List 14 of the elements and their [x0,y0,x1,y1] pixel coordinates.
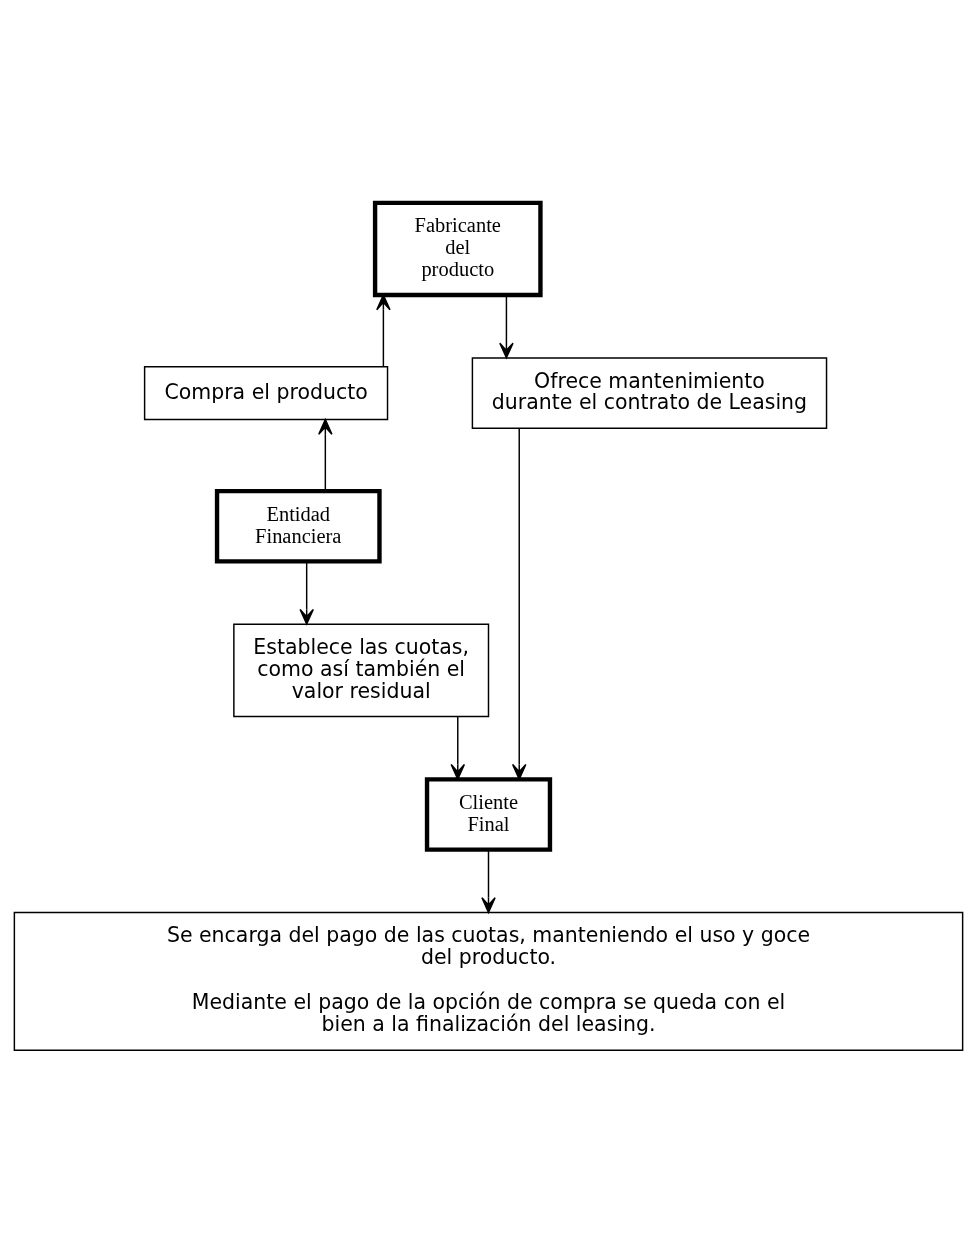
arrow [499,294,514,359]
arrow [481,849,496,914]
arrow [299,560,314,625]
node-box: Establece las cuotas, como así también el valor residual [233,623,490,718]
node-box: Entidad Financiera [214,488,382,564]
node-box: Se encarga del pago de las cuotas, manteniendo el uso y goce del producto. Mediante el pago de la opción de compra se queda con el bien a la finalización del leasing. [13,911,964,1051]
arrow [318,418,333,492]
node-box: Compra el producto [143,366,389,421]
arrow [376,294,391,368]
node-box: Ofrece mantenimiento durante el contrato de Leasing [471,357,828,429]
node-box: Fabricante del producto [372,200,543,298]
arrow [511,427,527,780]
node-box: Cliente Final [424,777,553,852]
arrow [450,716,466,780]
